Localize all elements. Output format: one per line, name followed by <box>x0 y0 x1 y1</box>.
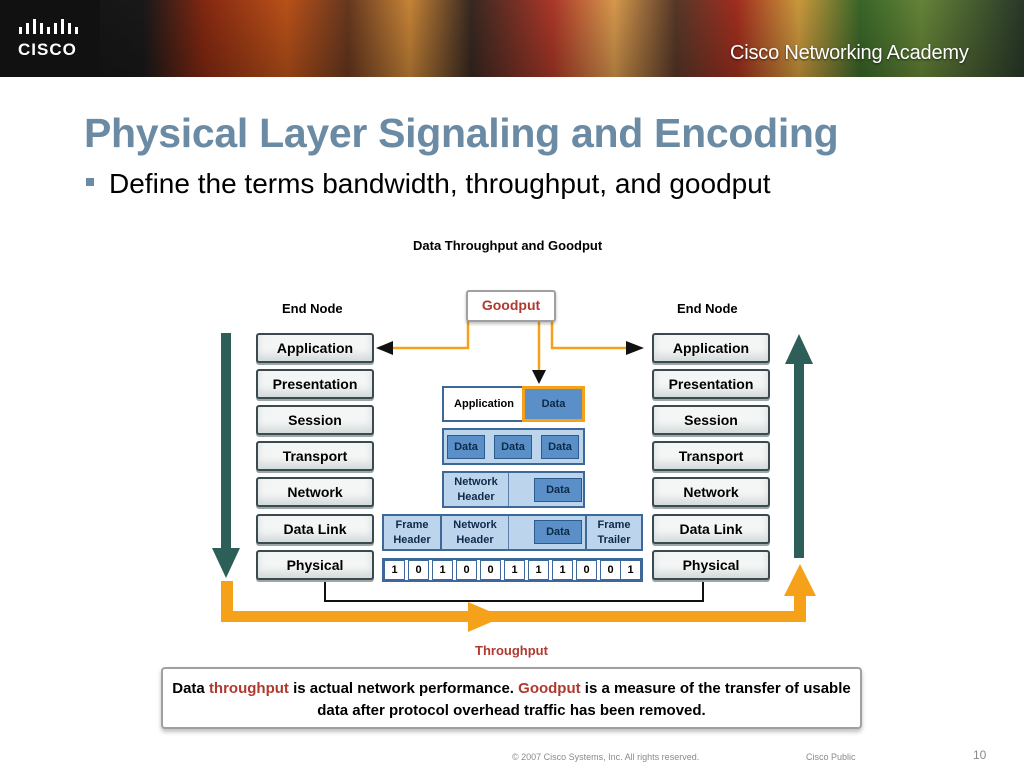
bit: 1 <box>528 560 549 580</box>
bullet-square-icon <box>86 178 94 186</box>
down-arrow-icon <box>212 333 240 578</box>
encap-application-header: Application <box>454 397 514 410</box>
left-node-label: End Node <box>282 301 343 316</box>
throughput-label: Throughput <box>475 643 548 658</box>
encap-application-data: Data <box>522 386 585 422</box>
encap-transport-data-1: Data <box>447 435 485 459</box>
right-node-label: End Node <box>677 301 738 316</box>
goodput-arrows-icon <box>376 318 644 384</box>
encap-frame-header: Frame Header <box>384 516 442 549</box>
encap-datalink-network-header: Network Header <box>442 516 509 549</box>
encap-network-header: Network Header <box>444 473 509 506</box>
bit: 0 <box>576 560 597 580</box>
encap-transport-data-3: Data <box>541 435 579 459</box>
encap-network-data: Data <box>534 478 582 502</box>
right-layer-presentation: Presentation <box>652 369 770 399</box>
bit: 0 <box>456 560 477 580</box>
bit: 1 <box>504 560 525 580</box>
bit: 0 <box>600 560 621 580</box>
right-layer-transport: Transport <box>652 441 770 471</box>
bit: 1 <box>552 560 573 580</box>
academy-title: Cisco Networking Academy <box>730 42 969 64</box>
right-layer-session: Session <box>652 405 770 435</box>
cisco-logo: CISCO <box>0 0 100 77</box>
right-layer-application: Application <box>652 333 770 363</box>
bit: 0 <box>408 560 429 580</box>
caption-part3: is a measure of the transfer of usable d… <box>317 680 851 719</box>
slide-bullet: Define the terms bandwidth, throughput, … <box>109 168 771 199</box>
goodput-label: Goodput <box>466 290 556 322</box>
left-layer-transport: Transport <box>256 441 374 471</box>
cisco-logo-bars-icon <box>19 19 78 34</box>
caption-throughput-word: throughput <box>208 680 289 697</box>
diagram-caption: Data throughput is actual network perfor… <box>161 667 862 729</box>
encap-transport-data-2: Data <box>494 435 532 459</box>
cisco-logo-word: CISCO <box>18 40 77 59</box>
up-arrow-icon <box>785 334 813 558</box>
bit: 0 <box>480 560 501 580</box>
caption-part1: Data <box>172 680 209 697</box>
encap-frame-trailer: Frame Trailer <box>585 516 641 549</box>
physical-link-line <box>324 580 704 602</box>
bit: 1 <box>432 560 453 580</box>
throughput-arrow-icon <box>221 564 816 632</box>
left-layer-datalink: Data Link <box>256 514 374 544</box>
caption-goodput-word: Goodput <box>518 680 581 697</box>
left-layer-physical: Physical <box>256 550 374 580</box>
caption-part2: is actual network performance. <box>288 680 519 697</box>
left-layer-network: Network <box>256 477 374 507</box>
footer-classification: Cisco Public <box>806 752 856 762</box>
banner-photo-strip <box>0 0 1024 77</box>
slide-title: Physical Layer Signaling and Encoding <box>84 110 839 156</box>
footer-copyright: © 2007 Cisco Systems, Inc. All rights re… <box>512 752 700 762</box>
bit: 1 <box>620 560 641 580</box>
left-layer-application: Application <box>256 333 374 363</box>
bit: 1 <box>384 560 405 580</box>
encap-datalink-data: Data <box>534 520 582 544</box>
right-layer-physical: Physical <box>652 550 770 580</box>
page-number: 10 <box>973 748 987 762</box>
diagram-title: Data Throughput and Goodput <box>413 238 603 253</box>
left-layer-presentation: Presentation <box>256 369 374 399</box>
right-layer-datalink: Data Link <box>652 514 770 544</box>
header-banner: CISCO Cisco Networking Academy <box>0 0 1024 77</box>
right-layer-network: Network <box>652 477 770 507</box>
left-layer-session: Session <box>256 405 374 435</box>
